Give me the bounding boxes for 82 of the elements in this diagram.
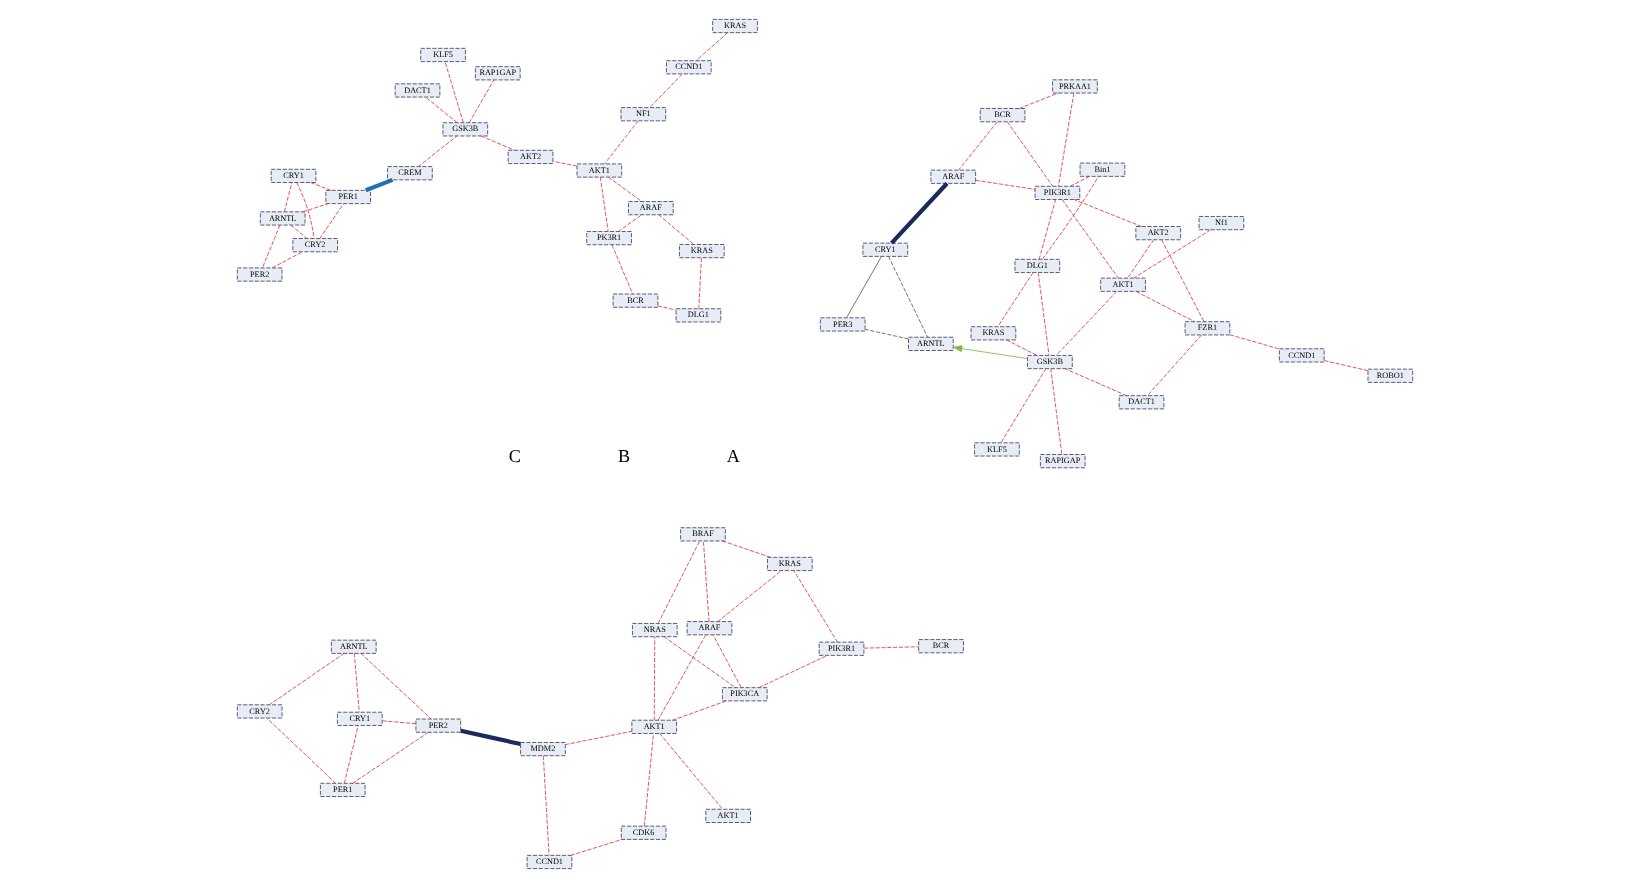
connector [1073,199,1142,227]
connector [296,182,315,239]
connector [468,79,495,124]
connector [657,540,700,624]
connector [1050,368,1063,455]
connector [758,655,828,688]
connector [1161,239,1205,322]
connector [344,725,359,784]
connector [262,224,281,269]
connector [353,653,360,713]
connector [698,257,702,310]
connector [672,700,727,721]
connector [958,121,998,171]
connector [890,182,949,245]
connector [712,634,742,688]
connector [565,730,633,745]
connector [381,720,417,725]
connector [425,96,458,123]
connector [271,251,304,269]
connector [444,61,464,123]
connector [1323,360,1369,371]
connector [1133,229,1211,279]
connector [1006,339,1037,356]
connector [1147,334,1202,396]
connector [1061,199,1119,279]
connector [1055,291,1117,356]
connector [1038,199,1056,260]
connector [975,179,1036,190]
connector [793,570,838,643]
connector [302,203,329,213]
arrow [953,345,1028,360]
connector [658,214,695,245]
connector [888,256,929,338]
connector [1058,92,1075,187]
connector [864,328,909,340]
connector [663,636,736,688]
connector [649,73,683,108]
label: C [508,445,521,466]
connector [360,653,432,720]
connector [352,731,429,784]
connector [604,120,639,165]
connector [542,755,550,856]
connector [1000,368,1047,444]
connector [657,634,707,721]
connector [266,717,337,784]
connector [717,570,782,622]
connector [1064,368,1127,397]
connector [611,244,633,295]
connector [722,540,771,558]
connector [1037,272,1050,356]
connector [1042,176,1099,260]
connector [608,176,643,202]
connector [617,214,643,232]
connector [417,135,458,167]
connector [695,32,728,61]
connector [460,728,521,747]
connector [552,160,578,167]
connector [319,203,345,239]
connector [290,224,308,239]
connector [653,636,656,721]
connector [846,255,882,319]
connector [599,176,609,232]
connector [1006,121,1053,187]
connector [364,177,394,193]
connector [657,305,677,311]
connector [643,733,654,827]
connector [570,839,623,856]
connector [480,135,516,151]
connector [863,646,919,649]
connector [1070,176,1090,187]
label: B [617,445,631,466]
connector [283,182,293,213]
connector [1135,291,1195,322]
connector [1127,239,1155,279]
connector [997,272,1034,328]
connector [310,182,332,191]
label: A [726,445,740,466]
connector [703,540,710,622]
connector [1019,92,1059,109]
connector [269,653,345,706]
connector [1229,334,1280,350]
connector [659,733,723,810]
